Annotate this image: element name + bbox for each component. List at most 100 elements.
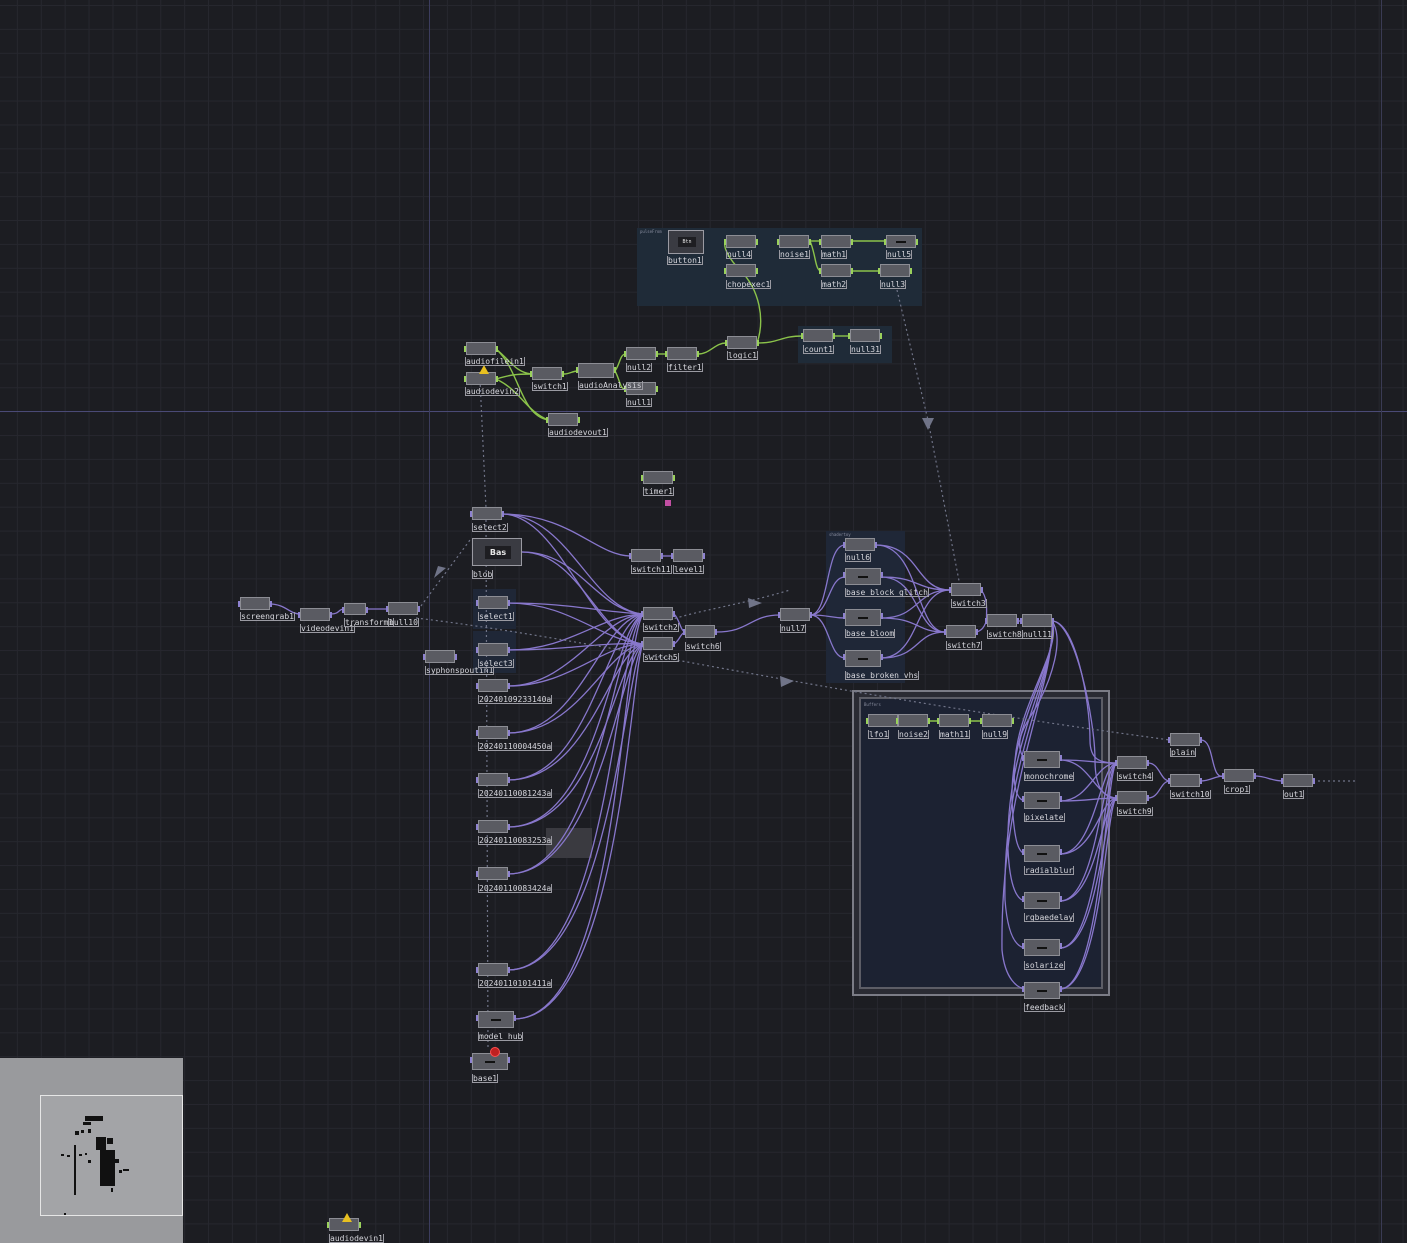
model-hub-node[interactable]: [476, 1011, 516, 1028]
base-block-glitch-node[interactable]: [843, 568, 883, 585]
radialblur-node[interactable]: [1022, 845, 1062, 862]
null9-node[interactable]: [980, 714, 1014, 727]
screengrab1-node[interactable]: [238, 597, 272, 610]
audiodevout1-node[interactable]: [546, 413, 580, 426]
node-label: null3: [879, 280, 907, 289]
node-label: null10: [388, 618, 419, 627]
null3-node[interactable]: [878, 264, 912, 277]
switch3-node[interactable]: [949, 583, 983, 596]
pixelate-node[interactable]: [1022, 792, 1062, 809]
node-label: audiodevin2: [465, 387, 520, 396]
audiofilein1-node[interactable]: [464, 342, 498, 355]
noise1-node[interactable]: [777, 235, 811, 248]
transform1-node[interactable]: [342, 603, 368, 615]
math1-node[interactable]: [819, 235, 853, 248]
null2-node[interactable]: [624, 347, 658, 360]
null31-node[interactable]: [848, 329, 882, 342]
rgbaedelay-node[interactable]: [1022, 892, 1062, 909]
node-label: audiodevin1: [329, 1234, 384, 1243]
select1-node[interactable]: [476, 596, 510, 609]
monochrome-node[interactable]: [1022, 751, 1062, 768]
node-label: null5: [885, 250, 913, 259]
switch2-node[interactable]: [641, 607, 675, 620]
null10-node[interactable]: [386, 602, 420, 615]
plain-node[interactable]: [1168, 733, 1202, 746]
switch8-node[interactable]: [985, 614, 1019, 627]
node-label: transform1: [343, 618, 395, 627]
file6-node[interactable]: [476, 963, 510, 976]
blob-node[interactable]: Bas: [472, 538, 522, 566]
switch7-node[interactable]: [944, 625, 978, 638]
null4-node[interactable]: [724, 235, 758, 248]
button1-node[interactable]: Btn: [668, 230, 704, 254]
videodevin1-node[interactable]: [298, 608, 332, 621]
blob-tile-text: Bas: [485, 546, 511, 559]
node-label: 20240110081243a: [477, 789, 553, 798]
lfo1-node[interactable]: [866, 714, 900, 727]
math11-node[interactable]: [937, 714, 971, 727]
logic1-node[interactable]: [725, 336, 759, 349]
node-label: plain: [1169, 748, 1197, 757]
file3-node[interactable]: [476, 773, 510, 786]
null11-node[interactable]: [1020, 614, 1054, 627]
math2-node[interactable]: [819, 264, 853, 277]
switch9-node[interactable]: [1115, 791, 1149, 804]
null1-node[interactable]: [624, 382, 658, 395]
node-label: 20240110101411a: [477, 979, 553, 988]
switch1-node[interactable]: [530, 367, 564, 380]
node-label: pixelate: [1024, 813, 1065, 822]
node-label: switch2: [643, 623, 679, 632]
out1-node[interactable]: [1281, 774, 1315, 787]
chopexec1-node[interactable]: [724, 264, 758, 277]
node-glyph: [1037, 799, 1047, 802]
node-glyph: [858, 575, 868, 578]
solarize-node[interactable]: [1022, 939, 1062, 956]
navigator-viewport[interactable]: [40, 1095, 183, 1216]
switch11-node[interactable]: [629, 549, 663, 562]
switch5-node[interactable]: [641, 637, 675, 650]
node-label: switch6: [685, 642, 721, 651]
switch10-node[interactable]: [1168, 774, 1202, 787]
audioanalysis-node[interactable]: [576, 363, 616, 378]
filter1-node[interactable]: [665, 347, 699, 360]
network-box-buffers[interactable]: Buffers: [852, 690, 1110, 996]
base1-node[interactable]: [470, 1053, 510, 1070]
crop1-node[interactable]: [1222, 769, 1256, 782]
node-label: audiofilein1: [465, 357, 525, 366]
count1-node[interactable]: [801, 329, 835, 342]
null6-node[interactable]: [843, 538, 877, 551]
file1-node[interactable]: [476, 679, 510, 692]
node-label: 20240110004450a: [477, 742, 553, 751]
file2-node[interactable]: [476, 726, 510, 739]
select3-node[interactable]: [476, 643, 510, 656]
null5-node[interactable]: [884, 235, 918, 248]
node-label: switch8: [987, 630, 1023, 639]
base-bloom-node[interactable]: [843, 609, 883, 626]
node-label: null11: [1022, 630, 1053, 639]
node-label: button1: [667, 256, 703, 265]
file4-node[interactable]: [476, 820, 510, 833]
base-broken-vhs-node[interactable]: [843, 650, 883, 667]
node-label: blob: [471, 570, 494, 579]
node-label: null6: [844, 553, 872, 562]
network-box-left1[interactable]: [473, 589, 516, 629]
file5-node[interactable]: [476, 867, 510, 880]
null7-node[interactable]: [778, 608, 812, 621]
node-label: null31: [850, 345, 881, 354]
syphonspoutin1-node[interactable]: [423, 650, 457, 663]
switch4-node[interactable]: [1115, 756, 1149, 769]
noise2-node[interactable]: [896, 714, 930, 727]
node-label: null1: [625, 398, 653, 407]
node-label: base1: [471, 1074, 499, 1083]
group-title: Buffers: [864, 702, 881, 707]
switch6-node[interactable]: [683, 625, 717, 638]
group-title: shadertoy: [829, 532, 851, 537]
select2-node[interactable]: [470, 507, 504, 520]
level1-node[interactable]: [671, 549, 705, 562]
flag-icon: [665, 500, 671, 506]
feedback-node[interactable]: [1022, 982, 1062, 999]
network-navigator[interactable]: [0, 1058, 183, 1243]
timer1-node[interactable]: [641, 471, 675, 484]
node-glyph: [1037, 852, 1047, 855]
